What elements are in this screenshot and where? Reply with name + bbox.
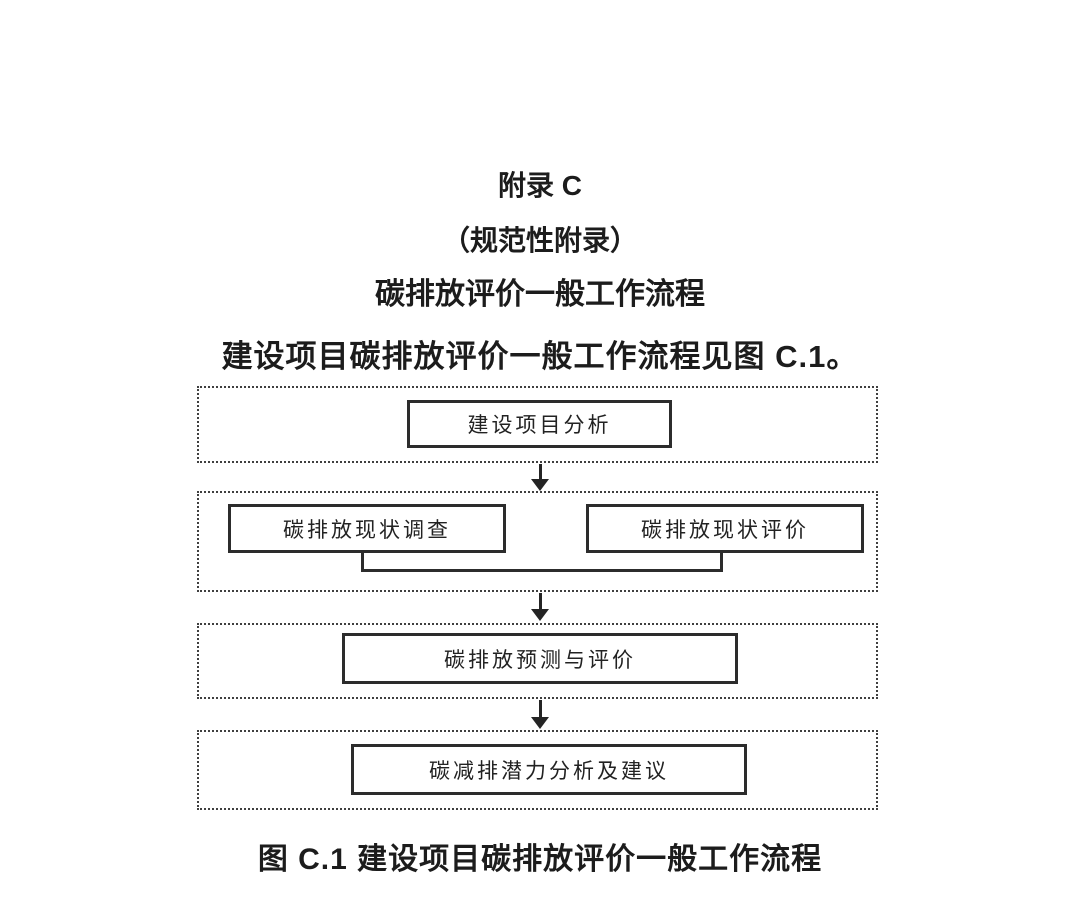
arrow-head-icon (531, 479, 549, 491)
flow-node-prediction-evaluation: 碳排放预测与评价 (342, 633, 738, 684)
arrow-shaft (538, 700, 542, 718)
flow-node-label: 碳减排潜力分析及建议 (429, 758, 669, 783)
figure-caption: 图 C.1 建设项目碳排放评价一般工作流程 (257, 843, 823, 876)
flow-node-label: 碳排放现状调查 (283, 517, 451, 542)
flow-arrow-2 (531, 593, 549, 621)
flow-node-label: 碳排放现状评价 (641, 517, 809, 542)
arrow-shaft (538, 464, 542, 480)
flow-node-label: 建设项目分析 (467, 413, 612, 437)
appendix-type: （规范性附录） (441, 225, 638, 256)
arrow-head-icon (531, 717, 549, 729)
stage-container-3 (197, 623, 878, 699)
arrow-shaft (538, 593, 542, 610)
arrow-head-icon (531, 609, 549, 621)
flow-arrow-3 (531, 700, 549, 729)
flow-node-baseline-evaluation: 碳排放现状评价 (586, 504, 864, 553)
stage-container-2 (197, 491, 878, 592)
merge-connector-line (361, 553, 723, 572)
flow-node-baseline-survey: 碳排放现状调查 (228, 504, 506, 553)
flow-node-reduction-potential: 碳减排潜力分析及建议 (351, 744, 747, 795)
appendix-subject: 碳排放评价一般工作流程 (375, 278, 705, 311)
stage-container-4 (197, 730, 878, 810)
intro-text: 建设项目碳排放评价一般工作流程见图 C.1。 (221, 339, 859, 374)
stage-container-1 (197, 386, 878, 463)
flow-node-label: 碳排放预测与评价 (444, 647, 636, 672)
appendix-title: 附录 C (497, 170, 582, 201)
flow-arrow-1 (531, 464, 549, 491)
flow-node-project-analysis: 建设项目分析 (407, 400, 672, 448)
